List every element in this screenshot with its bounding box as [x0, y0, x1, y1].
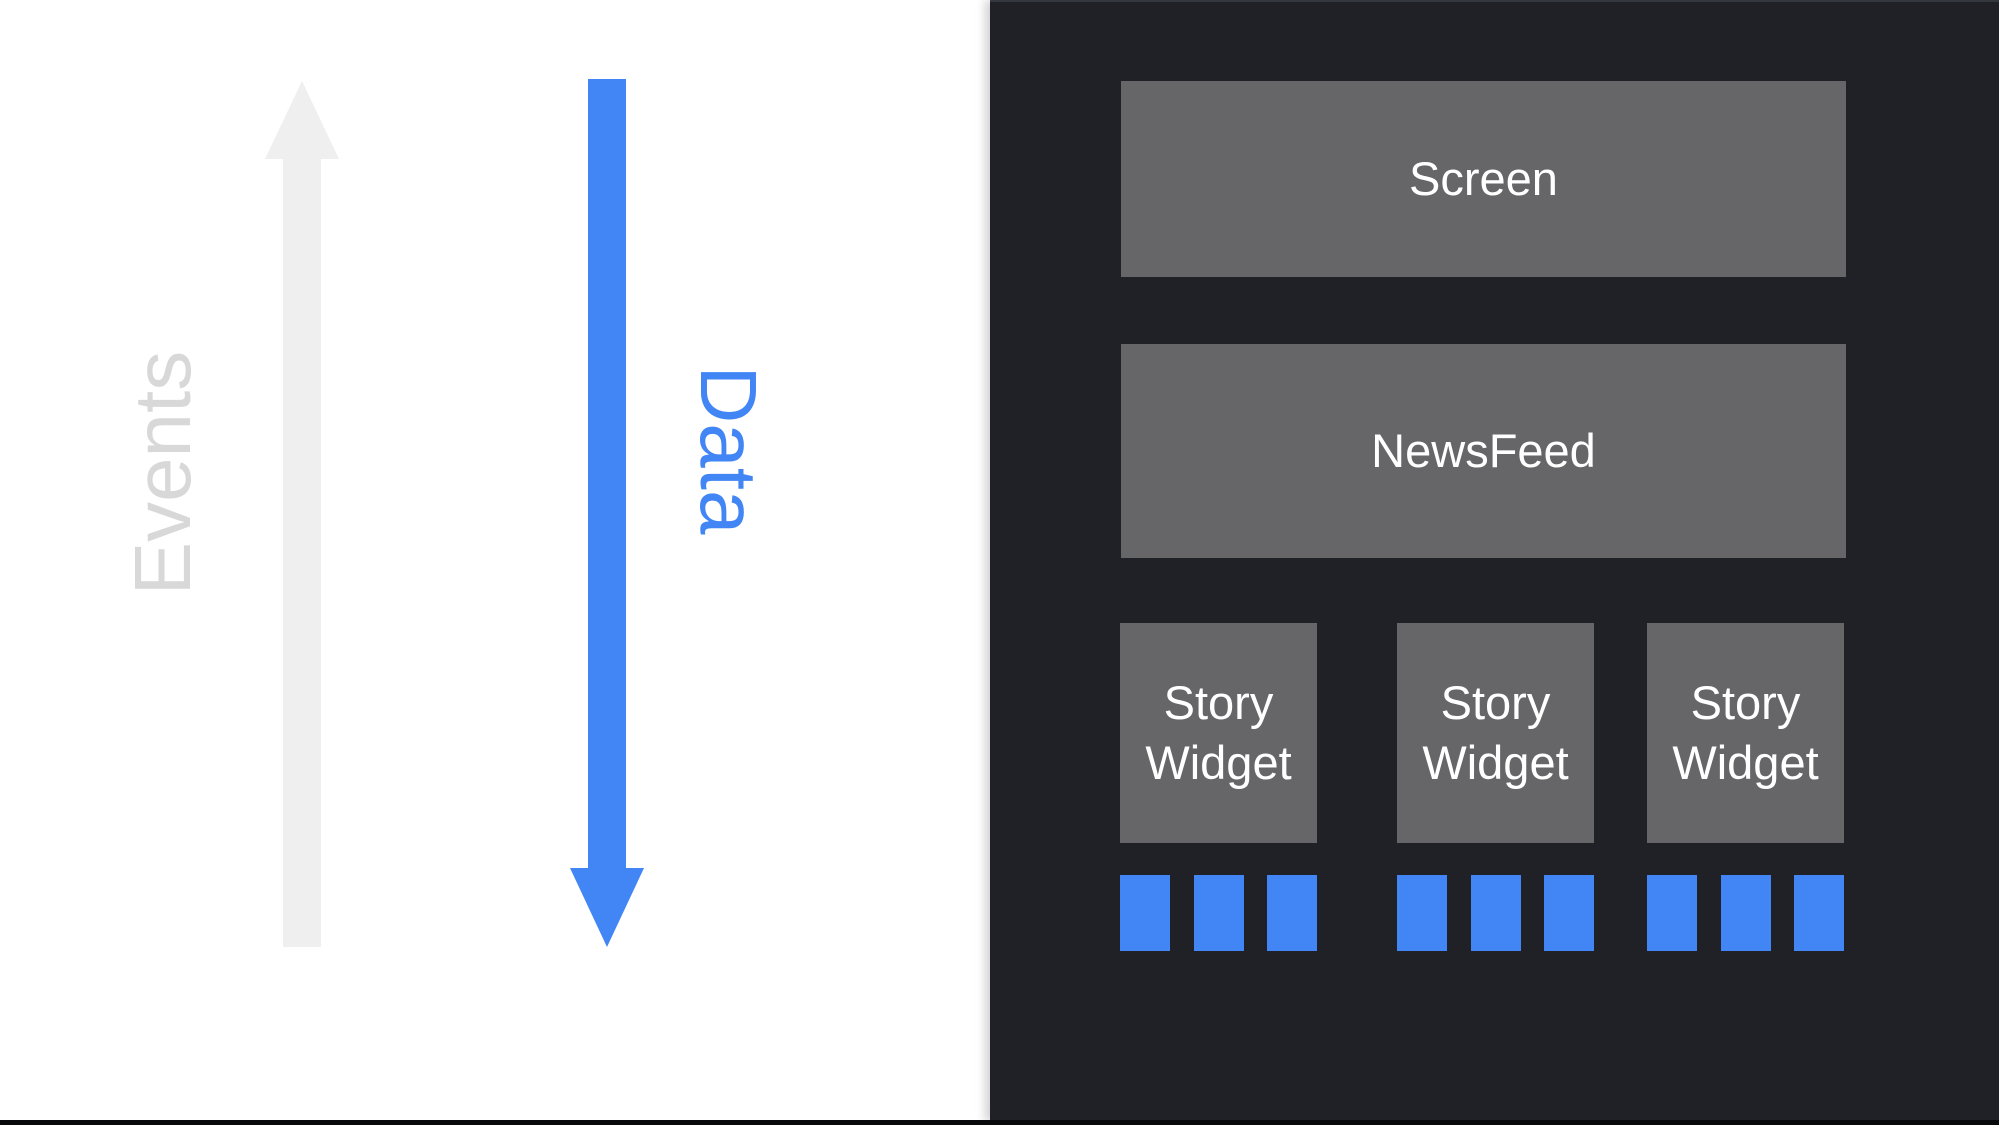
data-squares-row: [1397, 875, 1594, 951]
arrow-shaft: [588, 79, 626, 870]
story-widget-box: Story Widget: [1120, 623, 1317, 843]
screen-box-label: Screen: [1409, 152, 1558, 205]
data-block: [1470, 875, 1521, 951]
data-squares-row: [1647, 875, 1844, 951]
slide-bottom-edge: [0, 1120, 1999, 1125]
screen-box: Screen: [1121, 81, 1846, 277]
arrow-head-down-icon: [570, 868, 644, 947]
arrow-shaft: [283, 157, 321, 947]
data-block: [1794, 875, 1844, 951]
newsfeed-box: NewsFeed: [1121, 344, 1846, 558]
story-widget-label: Story Widget: [1672, 676, 1819, 789]
newsfeed-box-label: NewsFeed: [1371, 424, 1596, 477]
story-widget-box: Story Widget: [1397, 623, 1594, 843]
data-squares-row: [1120, 875, 1317, 951]
story-widget-label: Story Widget: [1422, 676, 1569, 789]
arrow-head-up-icon: [265, 81, 339, 159]
widget-tree-panel: Screen NewsFeed Story Widget Story Widge…: [990, 0, 1999, 1122]
data-block: [1397, 875, 1447, 951]
data-down-arrow: [570, 79, 644, 947]
data-block: [1544, 875, 1594, 951]
events-label: Events: [118, 350, 207, 596]
data-block: [1720, 875, 1771, 951]
data-block: [1647, 875, 1697, 951]
story-widget-column: Story Widget: [1397, 623, 1594, 951]
data-block: [1267, 875, 1317, 951]
data-label: Data: [684, 365, 773, 535]
data-block: [1120, 875, 1170, 951]
data-block: [1193, 875, 1244, 951]
story-widget-label: Story Widget: [1145, 676, 1292, 789]
events-up-arrow: [265, 81, 339, 947]
story-widget-column: Story Widget: [1120, 623, 1317, 951]
story-widget-column: Story Widget: [1647, 623, 1844, 951]
story-widget-box: Story Widget: [1647, 623, 1844, 843]
